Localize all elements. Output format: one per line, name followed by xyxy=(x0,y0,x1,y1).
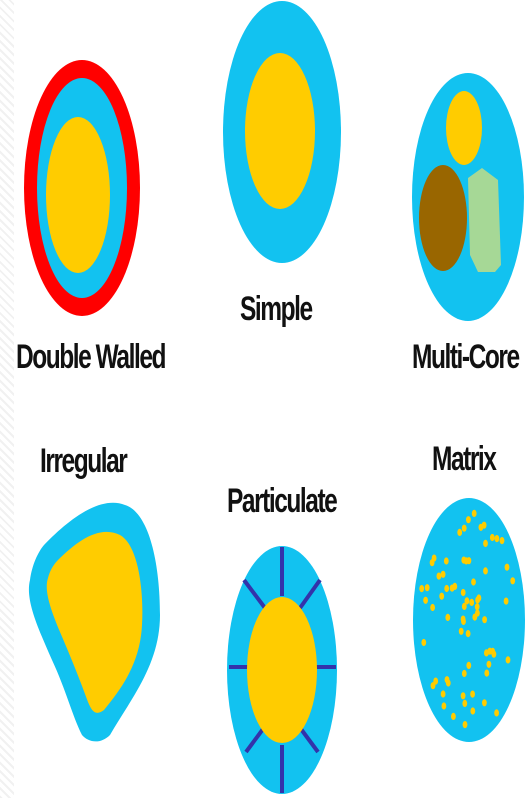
matrix-particle xyxy=(465,597,470,604)
particulate-capsule xyxy=(227,546,337,794)
core-brown xyxy=(419,165,467,271)
core xyxy=(245,53,315,209)
matrix-particle xyxy=(461,616,466,623)
matrix-particle xyxy=(470,691,475,698)
irregular-capsule xyxy=(29,503,160,742)
matrix-particle xyxy=(482,616,487,623)
matrix-particle xyxy=(439,593,444,600)
matrix-particle xyxy=(475,603,480,610)
matrix-particle xyxy=(482,699,487,706)
matrix-particle xyxy=(462,525,467,532)
matrix-particle xyxy=(425,584,430,591)
shell xyxy=(413,498,525,742)
matrix-particle xyxy=(466,662,471,669)
matrix-particle xyxy=(441,690,446,697)
matrix-particle xyxy=(484,670,489,677)
core xyxy=(46,117,110,273)
double-walled-capsule xyxy=(24,60,140,316)
matrix-particle xyxy=(457,529,462,536)
matrix-particle xyxy=(445,614,450,621)
matrix-particle xyxy=(441,571,446,578)
matrix-particle xyxy=(504,598,509,605)
matrix-particle xyxy=(475,610,480,617)
label-double-walled: Double Walled xyxy=(16,338,165,377)
matrix-particle xyxy=(432,555,437,562)
simple-capsule xyxy=(223,1,341,263)
matrix-particle xyxy=(461,589,466,596)
matrix-particle xyxy=(495,535,500,542)
matrix-particle xyxy=(483,567,488,574)
matrix-particle xyxy=(490,534,495,541)
label-particulate: Particulate xyxy=(227,482,336,521)
matrix-particle xyxy=(462,700,467,707)
matrix-particle xyxy=(461,692,466,699)
core xyxy=(247,597,317,743)
matrix-particle xyxy=(471,578,476,585)
matrix-particle xyxy=(506,656,511,663)
matrix-particle xyxy=(470,707,475,714)
matrix-particle xyxy=(466,516,471,523)
matrix-particle xyxy=(442,702,447,709)
matrix-particle xyxy=(431,682,436,689)
matrix-particle xyxy=(430,604,435,611)
matrix-particle xyxy=(462,670,467,677)
label-irregular: Irregular xyxy=(40,442,126,481)
matrix-particle xyxy=(510,577,515,584)
matrix-particle xyxy=(494,709,499,716)
label-matrix: Matrix xyxy=(432,440,495,479)
matrix-capsule xyxy=(413,498,525,742)
matrix-particle xyxy=(500,537,505,544)
matrix-particle xyxy=(472,510,477,517)
matrix-particle xyxy=(450,585,455,592)
core-yellow xyxy=(446,91,482,165)
matrix-particle xyxy=(464,557,469,564)
matrix-particle xyxy=(469,599,474,606)
matrix-particle xyxy=(479,524,484,531)
matrix-particle xyxy=(445,676,450,683)
label-multi-core: Multi-Core xyxy=(412,338,519,377)
core-green xyxy=(468,168,501,272)
matrix-particle xyxy=(437,573,442,580)
matrix-particle xyxy=(419,585,424,592)
matrix-particle xyxy=(459,628,464,635)
matrix-particle xyxy=(483,540,488,547)
matrix-particle xyxy=(444,585,449,592)
matrix-particle xyxy=(463,721,468,728)
matrix-particle xyxy=(505,564,510,571)
matrix-particle xyxy=(487,661,492,668)
matrix-particle xyxy=(451,713,456,720)
matrix-particle xyxy=(487,648,492,655)
matrix-particle xyxy=(423,597,428,604)
matrix-particle xyxy=(477,594,482,601)
matrix-particle xyxy=(466,630,471,637)
matrix-particle xyxy=(421,639,426,646)
multi-core-capsule xyxy=(412,73,524,321)
matrix-particle xyxy=(444,557,449,564)
label-simple: Simple xyxy=(240,290,312,329)
